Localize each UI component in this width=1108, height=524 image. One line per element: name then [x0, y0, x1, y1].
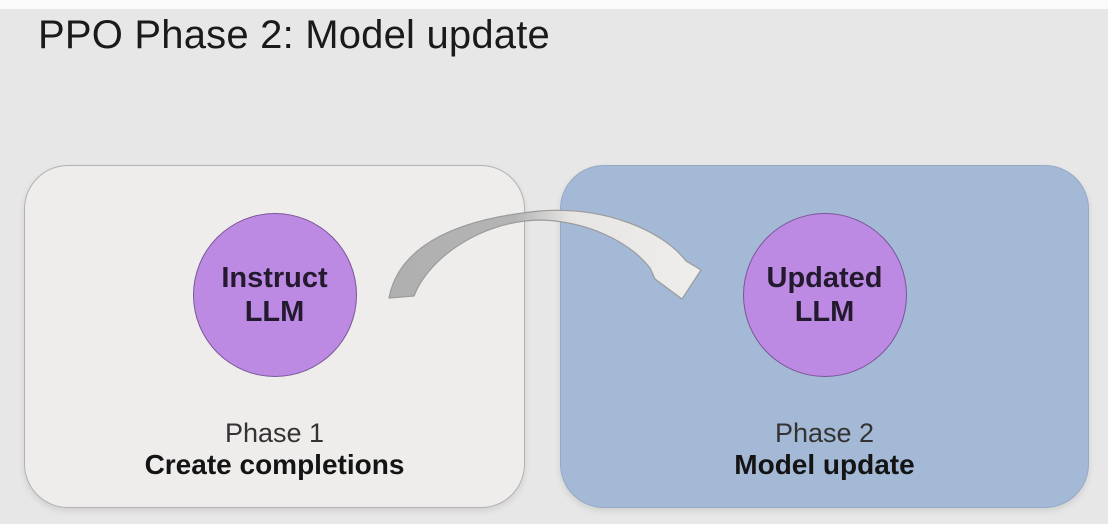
instruct-llm-circle: Instruct LLM	[192, 213, 357, 377]
phase1-label: Phase 1	[224, 417, 325, 448]
updated-llm-circle: Updated LLM	[742, 213, 907, 377]
phase1-label-block: Phase 1 Create completions	[25, 418, 524, 481]
phase1-sublabel: Create completions	[144, 448, 405, 480]
phase2-sublabel: Model update	[734, 448, 915, 480]
instruct-llm-label-line2: LLM	[244, 296, 305, 328]
phase1-box: Instruct LLM Phase 1 Create completions	[24, 165, 525, 508]
phase2-label: Phase 2	[774, 417, 875, 448]
phase2-label-block: Phase 2 Model update	[561, 418, 1088, 481]
top-strip	[0, 0, 1108, 9]
updated-llm-label-line1: Updated	[766, 261, 883, 294]
updated-llm-label-line2: LLM	[794, 296, 855, 328]
slide-title: PPO Phase 2: Model update	[38, 13, 550, 57]
phase2-box: Updated LLM Phase 2 Model update	[560, 165, 1089, 508]
instruct-llm-label-line1: Instruct	[221, 261, 328, 294]
